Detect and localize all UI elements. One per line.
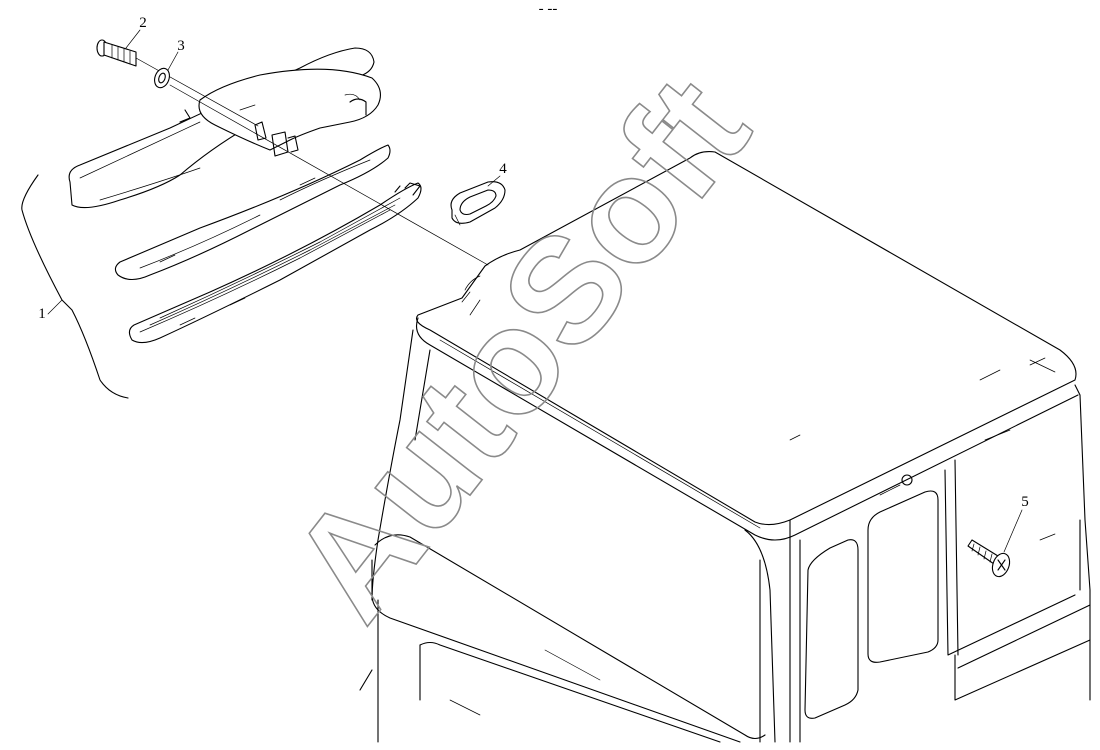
- washer-part: [154, 67, 170, 89]
- alignment-line: [169, 84, 489, 266]
- callout-3: 3: [177, 38, 185, 54]
- callout-5: 5: [1021, 494, 1029, 510]
- top-mark: - --: [539, 1, 558, 17]
- bolt-part: [96, 39, 259, 127]
- callout-1: 1: [38, 306, 46, 322]
- callouts: 1 2 3 4 5: [38, 15, 1029, 553]
- roof-deflector-assembly: [21, 47, 422, 399]
- screw-part: [967, 539, 1011, 578]
- watermark-text: AutoSoft: [258, 47, 780, 649]
- callout-4: 4: [499, 161, 507, 177]
- truck-cab: [359, 151, 1091, 743]
- callout-2: 2: [139, 15, 147, 31]
- grommet-part: [450, 181, 506, 226]
